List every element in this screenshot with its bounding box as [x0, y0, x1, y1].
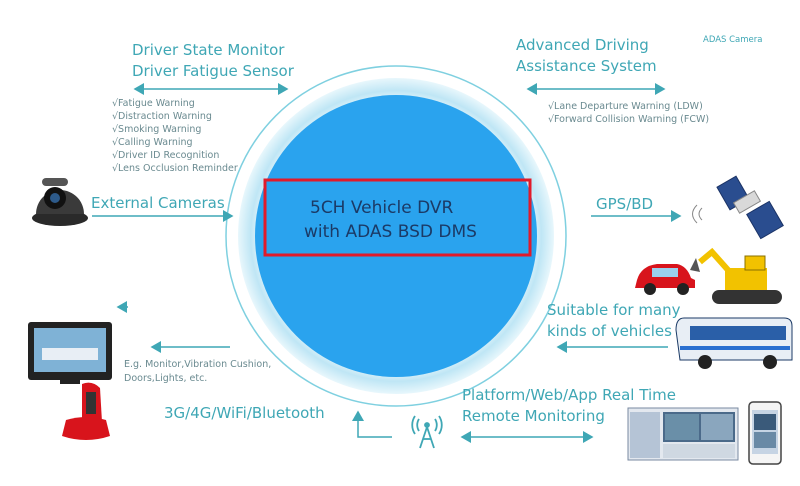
adas-feature: √Forward Collision Warning (FCW) [548, 114, 710, 125]
outer-ring [225, 65, 567, 407]
gps-label: GPS/BD [596, 195, 654, 213]
antenna-icon [411, 415, 443, 449]
dsm-feature: √Smoking Warning [112, 124, 202, 135]
dsm-title-line2: Driver Fatigue Sensor [132, 62, 294, 80]
vehicles-line1: Suitable for many [547, 301, 681, 319]
dsm-feature: √Distraction Warning [112, 111, 212, 122]
bus-icon [675, 317, 793, 369]
center-disk [255, 95, 537, 377]
monitor-icon [28, 322, 112, 384]
dsm-feature: √Calling Warning [112, 137, 193, 148]
highlight-box [263, 178, 532, 257]
vibration-cushion-icon [62, 382, 110, 440]
dsm-title-line1: Driver State Monitor [132, 41, 285, 59]
peripherals-line2: Doors,Lights, etc. [124, 373, 208, 384]
platform-screenshot-icon [627, 407, 739, 461]
excavator-icon [690, 247, 782, 304]
dome-camera-icon [32, 178, 88, 226]
adas-title-line2: Assistance System [516, 57, 657, 75]
connectivity-label: 3G/4G/WiFi/Bluetooth [164, 404, 325, 422]
smartphone-icon [748, 401, 782, 465]
platform-line1: Platform/Web/App Real Time [462, 386, 676, 404]
dsm-feature: √Driver ID Recognition [112, 150, 220, 161]
car-icon [635, 264, 695, 295]
center-title-line2: with ADAS BSD DMS [304, 222, 477, 242]
center-title-line1: 5CH Vehicle DVR [310, 198, 454, 218]
external-cameras-label: External Cameras [91, 194, 225, 212]
dsm-feature: √Lens Occlusion Reminder [112, 163, 238, 174]
adas-feature: √Lane Departure Warning (LDW) [548, 101, 703, 112]
adas-title-line1: Advanced Driving [516, 36, 649, 54]
vehicles-line2: kinds of vehicles [547, 322, 672, 340]
adas-camera-label: ADAS Camera [703, 35, 763, 45]
satellite-icon [692, 175, 784, 240]
peripherals-line1: E.g. Monitor,Vibration Cushion, [124, 359, 272, 370]
dsm-feature-list: √Fatigue Warning √Distraction Warning √S… [112, 97, 238, 175]
platform-line2: Remote Monitoring [462, 407, 605, 425]
dsm-feature: √Fatigue Warning [112, 98, 195, 109]
adas-feature-list: √Lane Departure Warning (LDW) √Forward C… [548, 100, 709, 126]
connectivity-arrow [352, 410, 392, 438]
